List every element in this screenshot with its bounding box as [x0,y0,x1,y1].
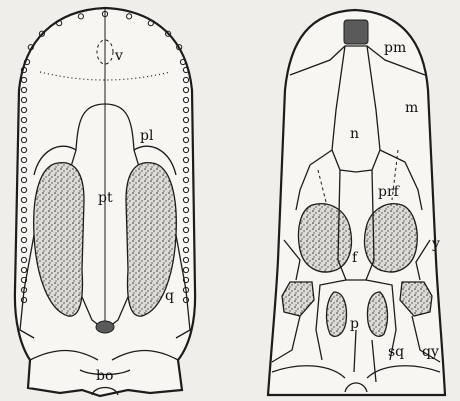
label-v: v [114,48,123,64]
dorsal-view-skull [268,10,445,395]
label-q: q [165,288,174,304]
parasphenoid-knob [96,321,114,333]
label-n: n [350,126,359,142]
label-bo: bo [96,368,113,384]
label-pt: pt [98,190,113,206]
parietal-opening-left [327,292,347,336]
label-pm: pm [384,40,406,56]
label-pl: pl [140,128,154,144]
label-prf: prf [378,184,401,200]
label-p: p [350,316,359,332]
label-y: y [431,236,440,252]
label-sq: sq [388,344,404,360]
label-m: m [405,100,418,116]
premaxilla-nostril [344,20,368,44]
orbit-left [299,204,352,272]
label-qy: qy [422,344,439,360]
parietal-opening-right [368,292,388,336]
